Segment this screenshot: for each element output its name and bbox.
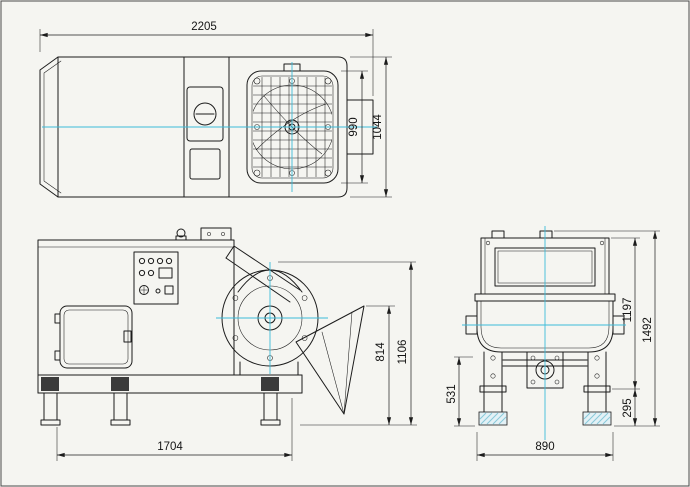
dimension-side-base-length: 1704 xyxy=(56,398,293,461)
dim-label-front-base-height: 295 xyxy=(622,398,634,417)
dimension-top-width-outer: 1044 xyxy=(350,56,392,198)
dim-label-side-height-outer: 1106 xyxy=(397,340,409,365)
lifting-eye xyxy=(176,228,186,238)
dim-label-top-width-inner: 990 xyxy=(348,117,360,136)
side-view xyxy=(37,227,365,426)
door-hinge-top xyxy=(54,313,61,324)
mixer-paddle-2 xyxy=(263,95,323,155)
dim-label-front-height-left: 531 xyxy=(446,384,458,403)
access-door xyxy=(54,305,133,369)
dim-label-front-height-upper: 1197 xyxy=(622,298,634,323)
dimensions: 2205 990 1044 814 1106 xyxy=(39,21,660,461)
feet-front xyxy=(478,411,612,426)
door-handle xyxy=(123,330,132,343)
junction-box xyxy=(200,227,232,241)
dimension-side-height-outer: 1106 xyxy=(278,261,417,426)
dimension-front-height-overall: 1492 xyxy=(554,230,660,427)
dim-label-front-width: 890 xyxy=(535,441,554,453)
foot-pad xyxy=(111,377,129,391)
dim-label-side-base-length: 1704 xyxy=(157,441,183,453)
dim-label-front-height-overall: 1492 xyxy=(642,317,654,343)
front-view xyxy=(462,226,626,440)
door-hinge-bottom xyxy=(54,350,61,361)
dimension-front-height-left: 531 xyxy=(446,356,475,427)
dimension-side-height-inner: 814 xyxy=(366,305,395,425)
mixer-paddle-1 xyxy=(255,103,327,151)
dim-label-top-width-outer: 1044 xyxy=(372,114,384,140)
foot-pad xyxy=(41,377,59,391)
motor-housing-plan xyxy=(186,86,224,180)
control-panel xyxy=(133,251,179,305)
dim-label-side-height-inner: 814 xyxy=(375,342,387,362)
base-frame-side xyxy=(37,374,303,426)
foot-pad xyxy=(261,377,279,391)
dimension-top-width-inner: 990 xyxy=(341,70,368,184)
dimension-top-length: 2205 xyxy=(39,21,374,96)
dim-label-top-length: 2205 xyxy=(191,21,217,33)
discharge-chute-side xyxy=(295,305,365,415)
dimension-front-width: 890 xyxy=(476,432,614,461)
dimension-front-base-height: 295 xyxy=(622,389,638,426)
leg-flange-right xyxy=(583,385,611,393)
top-view xyxy=(39,56,377,198)
leg-flange-left xyxy=(479,385,507,393)
